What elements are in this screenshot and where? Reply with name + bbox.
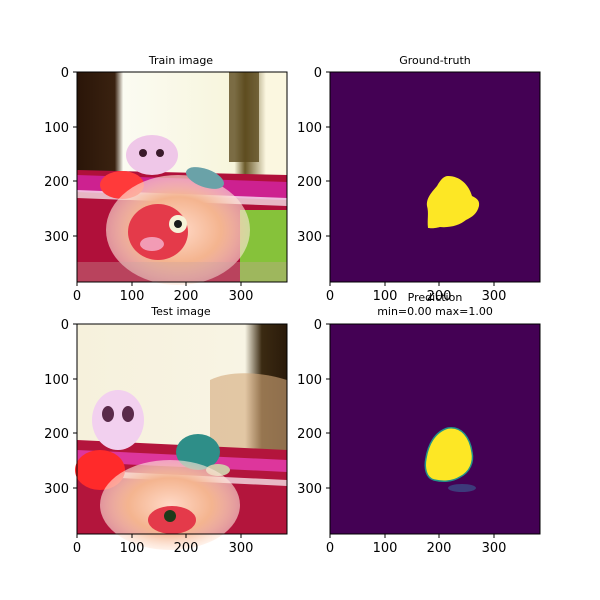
x-axis: 0 100 200 300 <box>73 534 254 556</box>
panel-ground-truth: Ground-truth 0 100 200 300 0 100 200 300 <box>297 54 541 304</box>
y-tick-label: 100 <box>44 121 69 136</box>
axes-frame <box>76 71 288 283</box>
prediction-mask <box>424 427 474 482</box>
y-axis: 0 100 200 300 <box>44 318 77 497</box>
y-tick-label: 300 <box>44 482 69 497</box>
y-tick-label: 100 <box>297 121 322 136</box>
panel-title: Test image <box>150 305 211 318</box>
y-tick-label: 200 <box>297 427 322 442</box>
x-tick-label: 100 <box>120 541 145 556</box>
mask-background <box>330 72 540 282</box>
panel-test-image: Test image 0 100 200 300 <box>44 305 288 556</box>
mask-background <box>330 324 540 534</box>
y-axis: 0 100 200 300 <box>297 66 330 245</box>
panel-subtitle: min=0.00 max=1.00 <box>377 305 493 318</box>
panel-train-image: Train image 0 100 <box>44 54 288 304</box>
y-tick-label: 300 <box>44 230 69 245</box>
test-photo <box>75 324 287 550</box>
panel-title: Train image <box>148 54 213 67</box>
x-tick-label: 200 <box>427 541 452 556</box>
x-tick-label: 0 <box>73 541 81 556</box>
prediction-tail <box>448 484 476 492</box>
panel-title: Ground-truth <box>399 54 471 67</box>
panel-title: Prediction <box>408 291 463 304</box>
y-axis: 0 100 200 300 <box>44 66 77 245</box>
x-tick-label: 200 <box>174 541 199 556</box>
y-tick-label: 100 <box>44 373 69 388</box>
y-tick-label: 100 <box>297 373 322 388</box>
x-tick-label: 0 <box>326 289 334 304</box>
x-tick-label: 100 <box>373 541 398 556</box>
y-tick-label: 0 <box>314 66 322 81</box>
y-tick-label: 200 <box>297 175 322 190</box>
y-tick-label: 300 <box>297 230 322 245</box>
x-tick-label: 300 <box>229 289 254 304</box>
x-tick-label: 200 <box>427 289 452 304</box>
x-axis: 0 100 200 300 <box>326 282 507 304</box>
train-photo <box>77 72 287 285</box>
x-axis: 0 100 200 300 <box>73 282 254 304</box>
axes-frame <box>76 323 288 535</box>
x-tick-label: 200 <box>174 289 199 304</box>
y-tick-label: 0 <box>61 66 69 81</box>
y-axis: 0 100 200 300 <box>297 318 330 497</box>
x-tick-label: 300 <box>229 541 254 556</box>
axes-frame <box>329 323 541 535</box>
y-tick-label: 200 <box>44 427 69 442</box>
y-tick-label: 300 <box>297 482 322 497</box>
axes-frame <box>329 71 541 283</box>
x-tick-label: 0 <box>326 541 334 556</box>
ground-truth-mask <box>426 176 480 229</box>
panel-prediction: Prediction min=0.00 max=1.00 0 100 200 3… <box>297 291 541 556</box>
y-tick-label: 0 <box>61 318 69 333</box>
x-tick-label: 100 <box>373 289 398 304</box>
x-tick-label: 0 <box>73 289 81 304</box>
x-tick-label: 300 <box>482 289 507 304</box>
y-tick-label: 200 <box>44 175 69 190</box>
y-tick-label: 0 <box>314 318 322 333</box>
x-tick-label: 300 <box>482 541 507 556</box>
x-tick-label: 100 <box>120 289 145 304</box>
x-axis: 0 100 200 300 <box>326 534 507 556</box>
